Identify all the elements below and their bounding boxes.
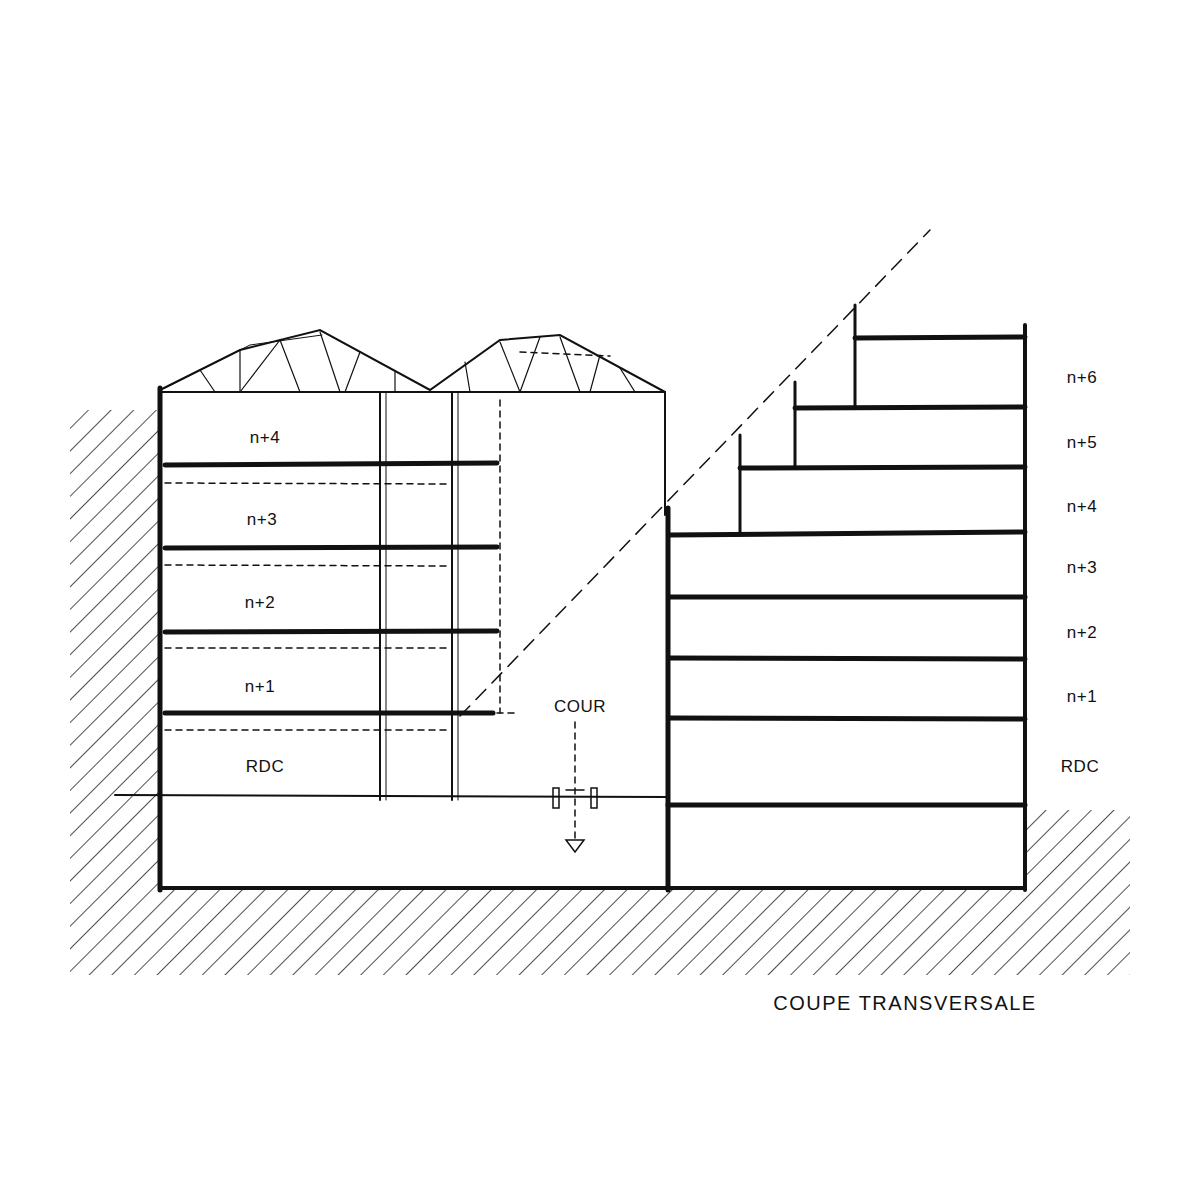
floor-label: RDC [1059,758,1101,777]
right-building [460,230,1025,890]
floor-label: n+2 [243,594,277,613]
floor-label: RDC [244,758,286,777]
floor-label: n+4 [1065,498,1099,517]
basement-left [160,800,665,888]
floor-label: n+1 [1065,688,1099,707]
floor-label: n+1 [243,678,277,697]
floor-label: n+6 [1065,369,1099,388]
left-building [115,330,668,890]
floor-label: n+3 [245,511,279,530]
floor-label: n+4 [248,429,282,448]
drawing-caption: COUPE TRANSVERSALE [771,992,1038,1014]
basement-right [668,807,1025,888]
floor-label: n+5 [1065,434,1099,453]
ground-hatch [70,410,1130,975]
floor-label: COUR [552,698,608,717]
floor-label: n+2 [1065,624,1099,643]
floor-label: n+3 [1065,559,1099,578]
